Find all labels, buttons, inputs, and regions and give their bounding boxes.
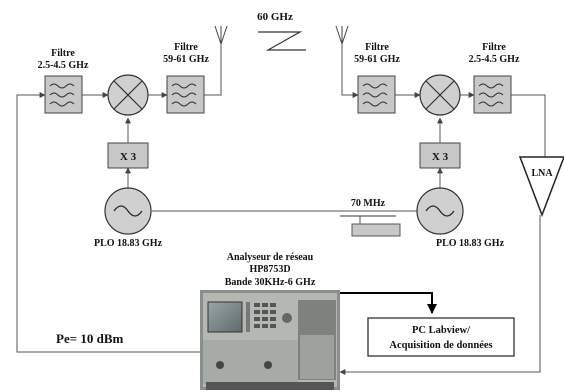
- analyzer-model: HP8753D: [249, 264, 290, 275]
- rx-plo-icon: [416, 187, 464, 235]
- rx-if-filter-title: Filtre: [482, 42, 506, 53]
- tx-rf-filter: [166, 75, 205, 114]
- network-analyzer-photo: [200, 290, 340, 390]
- pc-labview-box: PC Labview/ Acquisition de données: [367, 317, 515, 357]
- analyzer-title: Analyseur de réseau: [227, 252, 314, 263]
- link-frequency-label: 60 GHz: [257, 11, 293, 23]
- tx-rf-filter-title: Filtre: [174, 42, 198, 53]
- rx-rf-filter-band: 59-61 GHz: [354, 54, 400, 65]
- lna-label: LNA: [531, 168, 553, 179]
- rx-multiplier: X 3: [419, 142, 461, 169]
- tx-if-filter-band: 2.5-4.5 GHz: [38, 60, 89, 71]
- rx-if-filter-band: 2.5-4.5 GHz: [469, 54, 520, 65]
- tx-rf-filter-band: 59-61 GHz: [163, 54, 209, 65]
- tx-if-filter: [44, 75, 83, 114]
- rx-if-filter: [473, 75, 512, 114]
- tx-mixer-icon: [107, 74, 149, 116]
- analyzer-to-pc-arrow: [340, 292, 437, 314]
- input-power-label: Pe= 10 dBm: [56, 331, 124, 346]
- rx-mixer-icon: [419, 74, 461, 116]
- lna-amplifier-icon: LNA: [518, 156, 564, 218]
- tx-wires: [16, 44, 418, 353]
- tx-multiplier: X 3: [107, 142, 149, 169]
- analyzer-band: Bande 30KHz-6 GHz: [225, 277, 316, 288]
- tx-if-filter-title: Filtre: [51, 48, 75, 59]
- tx-plo-icon: [104, 187, 152, 235]
- wireless-link-icon: [258, 31, 306, 51]
- reference-oscillator-icon: [340, 215, 401, 237]
- tx-plo-label: PLO 18.83 GHz: [94, 238, 163, 249]
- pc-label-line2: Acquisition de données: [389, 340, 492, 351]
- rx-rf-filter: [357, 75, 396, 114]
- reference-label: 70 MHz: [351, 198, 386, 209]
- rx-rf-filter-title: Filtre: [365, 42, 389, 53]
- rx-wires: [339, 44, 546, 375]
- pc-label-line1: PC Labview/: [412, 325, 471, 336]
- rx-plo-label: PLO 18.83 GHz: [436, 238, 505, 249]
- tx-multiplier-label: X 3: [120, 151, 137, 163]
- tx-antenna-icon: [214, 25, 228, 45]
- rx-antenna-icon: [335, 25, 349, 45]
- rx-multiplier-label: X 3: [432, 151, 449, 163]
